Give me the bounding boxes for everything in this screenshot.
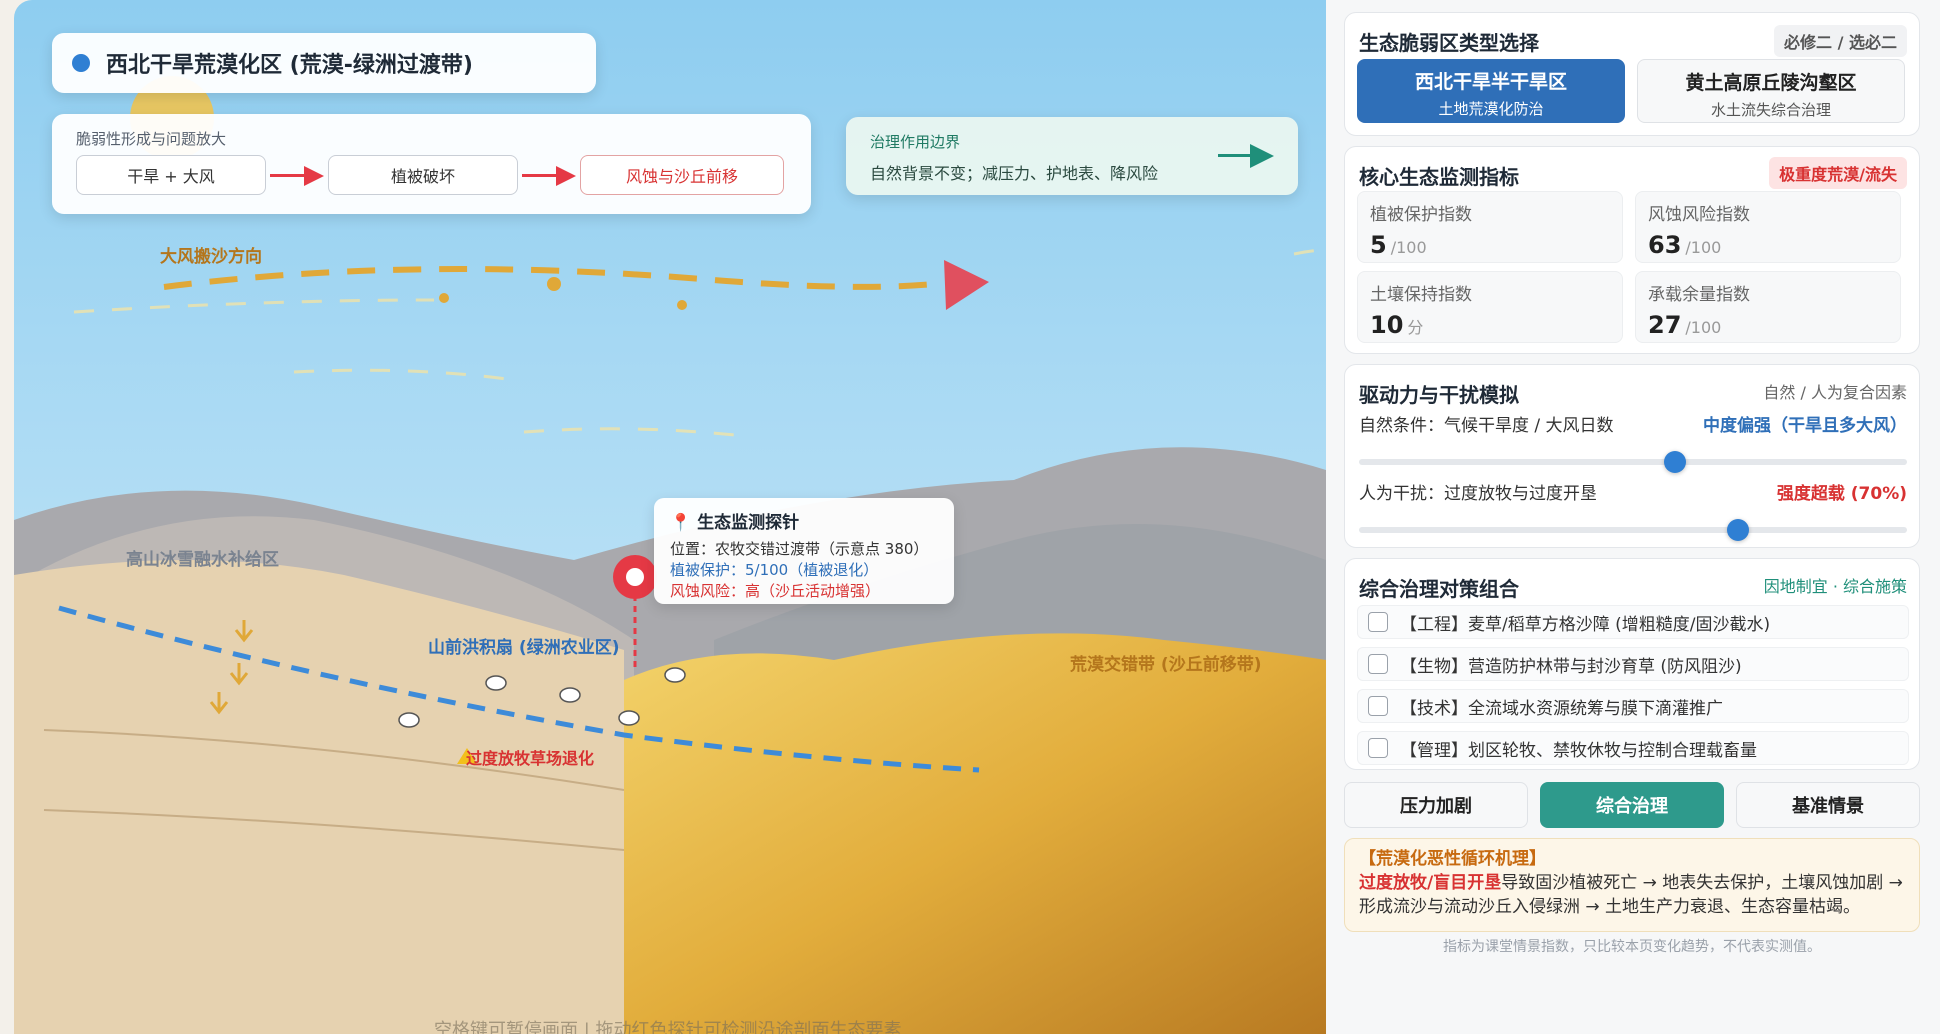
comprehensive-governance-button[interactable]: 综合治理 — [1540, 782, 1724, 828]
boundary-desc: 自然背景不变；减压力、护地表、降风险 — [870, 164, 1159, 183]
metric-value: 10 — [1370, 311, 1404, 339]
sheep-group — [398, 667, 686, 728]
type-option-sub: 土地荒漠化防治 — [1438, 100, 1544, 118]
metric-capacity: 承载余量指数 27/100 — [1635, 271, 1901, 343]
region-title: 西北干旱荒漠化区 (荒漠-绿洲过渡带) — [106, 53, 473, 78]
natural-factor-handle[interactable] — [1664, 451, 1687, 473]
checkbox[interactable] — [1368, 612, 1388, 632]
policy-note: 因地制宜 · 综合施策 — [1763, 577, 1907, 596]
type-option-name: 黄土高原丘陵沟壑区 — [1685, 72, 1857, 94]
flow-step-2: 植被破坏 — [328, 155, 518, 195]
policy-section: 综合治理对策组合 因地制宜 · 综合施策 【工程】麦草/稻草方格沙障 (增粗糙度… — [1344, 558, 1920, 770]
policy-option-label: 【生物】营造防护林带与封沙育草 (防风阻沙) — [1400, 656, 1742, 677]
overgrazing-label: 过度放牧草场退化 — [466, 749, 595, 768]
groundwater-line — [58, 605, 980, 773]
oasis-label: 山前洪积扇 (绿洲农业区) — [428, 638, 620, 658]
flow-step-1: 干旱 + 大风 — [76, 155, 266, 195]
severity-badge: 极重度荒漠/流失 — [1769, 157, 1907, 189]
probe-info-card: 📍 生态监测探针 位置：农牧交错过渡带（示意点 380） 植被保护：5/100（… — [654, 498, 954, 604]
type-select-title: 生态脆弱区类型选择 — [1359, 31, 1539, 55]
scene-canvas[interactable]: 西北干旱荒漠化区 (荒漠-绿洲过渡带) 脆弱性形成与问题放大 干旱 + 大风 植… — [14, 0, 1326, 1034]
metrics-title: 核心生态监测指标 — [1359, 165, 1519, 189]
snowmelt-label: 高山冰雪融水补给区 — [126, 550, 279, 570]
probe-location: 位置：农牧交错过渡带（示意点 380） — [670, 540, 929, 558]
human-factor-value: 强度超载 (70%) — [1776, 484, 1907, 504]
metric-name: 承载余量指数 — [1648, 285, 1750, 305]
probe-risk: 风蚀风险：高（沙丘活动增强） — [670, 582, 881, 600]
type-option-sub: 水土流失综合治理 — [1710, 101, 1831, 119]
pin-icon: 📍 — [670, 513, 692, 533]
flow-step-3: 风蚀与沙丘前移 — [580, 155, 784, 195]
drivers-note: 自然 / 人为复合因素 — [1763, 383, 1907, 402]
metric-unit: /100 — [1685, 238, 1722, 257]
metric-vegetation: 植被保护指数 5/100 — [1357, 191, 1623, 263]
boundary-title: 治理作用边界 — [870, 133, 961, 151]
human-factor-label: 人为干扰：过度放牧与过度开垦 — [1359, 484, 1597, 504]
policy-option-management[interactable]: 【管理】划区轮牧、禁牧休牧与控制合理载畜量 — [1357, 731, 1909, 765]
arrow-right-icon — [518, 163, 580, 187]
policy-option-biological[interactable]: 【生物】营造防护林带与封沙育草 (防风阻沙) — [1357, 647, 1909, 681]
mechanism-text: 导致固沙植被死亡 → 地表失去保护，土壤风蚀加剧 → 形成流沙与流动沙丘入侵绿洲… — [1359, 873, 1903, 917]
metric-name: 植被保护指数 — [1370, 205, 1472, 225]
mechanism-box: 【荒漠化恶性循环机理】 过度放牧/盲目开垦导致固沙植被死亡 → 地表失去保护，土… — [1344, 838, 1920, 932]
policy-title: 综合治理对策组合 — [1359, 577, 1519, 601]
arrow-right-icon — [266, 163, 328, 187]
checkbox[interactable] — [1368, 696, 1388, 716]
policy-option-engineering[interactable]: 【工程】麦草/稻草方格沙障 (增粗糙度/固沙截水) — [1357, 605, 1909, 639]
region-dot-icon — [72, 54, 90, 72]
probe-vegetation: 植被保护：5/100（植被退化） — [670, 561, 879, 579]
natural-factor-slider[interactable] — [1359, 451, 1907, 473]
natural-factor-label: 自然条件：气候干旱度 / 大风日数 — [1359, 416, 1614, 436]
metric-name: 风蚀风险指数 — [1648, 205, 1750, 225]
flow-caption: 脆弱性形成与问题放大 — [76, 130, 227, 148]
drivers-section: 驱动力与干扰模拟 自然 / 人为复合因素 自然条件：气候干旱度 / 大风日数 中… — [1344, 364, 1920, 548]
curriculum-badge: 必修二 / 选必二 — [1774, 25, 1907, 57]
policy-option-label: 【技术】全流域水资源统筹与膜下滴灌推广 — [1400, 698, 1723, 719]
baseline-scenario-button[interactable]: 基准情景 — [1736, 782, 1920, 828]
type-option-northwest[interactable]: 西北干旱半干旱区 土地荒漠化防治 — [1357, 59, 1625, 123]
metric-value: 27 — [1648, 311, 1682, 339]
human-factor-handle[interactable] — [1727, 519, 1750, 541]
arrow-right-icon — [1218, 143, 1274, 169]
probe-title: 生态监测探针 — [697, 513, 800, 533]
vulnerability-flow-card: 脆弱性形成与问题放大 干旱 + 大风 植被破坏 风蚀与沙丘前移 — [52, 114, 811, 214]
checkbox[interactable] — [1368, 654, 1388, 674]
metric-value: 63 — [1648, 231, 1682, 259]
policy-option-technical[interactable]: 【技术】全流域水资源统筹与膜下滴灌推广 — [1357, 689, 1909, 723]
mechanism-highlight: 过度放牧/盲目开垦 — [1359, 873, 1502, 893]
metric-unit: /100 — [1685, 318, 1722, 337]
metric-wind-erosion: 风蚀风险指数 63/100 — [1635, 191, 1901, 263]
interaction-hint: 空格键可暂停画面 | 拖动红色探针可检测沿途剖面生态要素 — [434, 1020, 902, 1034]
metric-name: 土壤保持指数 — [1370, 285, 1472, 305]
drivers-title: 驱动力与干扰模拟 — [1359, 383, 1519, 407]
checkbox[interactable] — [1368, 738, 1388, 758]
desert-ecotone-label: 荒漠交错带 (沙丘前移带) — [1070, 655, 1262, 675]
governance-boundary-card: 治理作用边界 自然背景不变；减压力、护地表、降风险 — [846, 117, 1298, 195]
region-title-card: 西北干旱荒漠化区 (荒漠-绿洲过渡带) — [52, 33, 596, 93]
mechanism-title: 【荒漠化恶性循环机理】 — [1359, 849, 1546, 869]
footnote: 指标为课堂情景指数，只比较本页变化趋势，不代表实测值。 — [1443, 939, 1821, 955]
type-select-section: 生态脆弱区类型选择 必修二 / 选必二 西北干旱半干旱区 土地荒漠化防治 黄土高… — [1344, 12, 1920, 136]
wind-direction-label: 大风搬沙方向 — [160, 247, 262, 267]
wind-arrow — [163, 266, 945, 290]
policy-option-label: 【工程】麦草/稻草方格沙障 (增粗糙度/固沙截水) — [1400, 614, 1771, 635]
metric-value: 5 — [1370, 231, 1387, 259]
type-option-loess[interactable]: 黄土高原丘陵沟壑区 水土流失综合治理 — [1637, 59, 1905, 123]
type-option-name: 西北干旱半干旱区 — [1414, 71, 1567, 93]
control-panel: 生态脆弱区类型选择 必修二 / 选必二 西北干旱半干旱区 土地荒漠化防治 黄土高… — [1326, 0, 1940, 1034]
metric-unit: 分 — [1407, 318, 1424, 337]
policy-option-label: 【管理】划区轮牧、禁牧休牧与控制合理载畜量 — [1400, 740, 1757, 761]
natural-factor-value: 中度偏强（干旱且多大风） — [1703, 416, 1907, 436]
human-factor-slider[interactable] — [1359, 519, 1907, 541]
metric-unit: /100 — [1390, 238, 1427, 257]
metrics-section: 核心生态监测指标 极重度荒漠/流失 植被保护指数 5/100 风蚀风险指数 63… — [1344, 146, 1920, 354]
pressure-increase-button[interactable]: 压力加剧 — [1344, 782, 1528, 828]
